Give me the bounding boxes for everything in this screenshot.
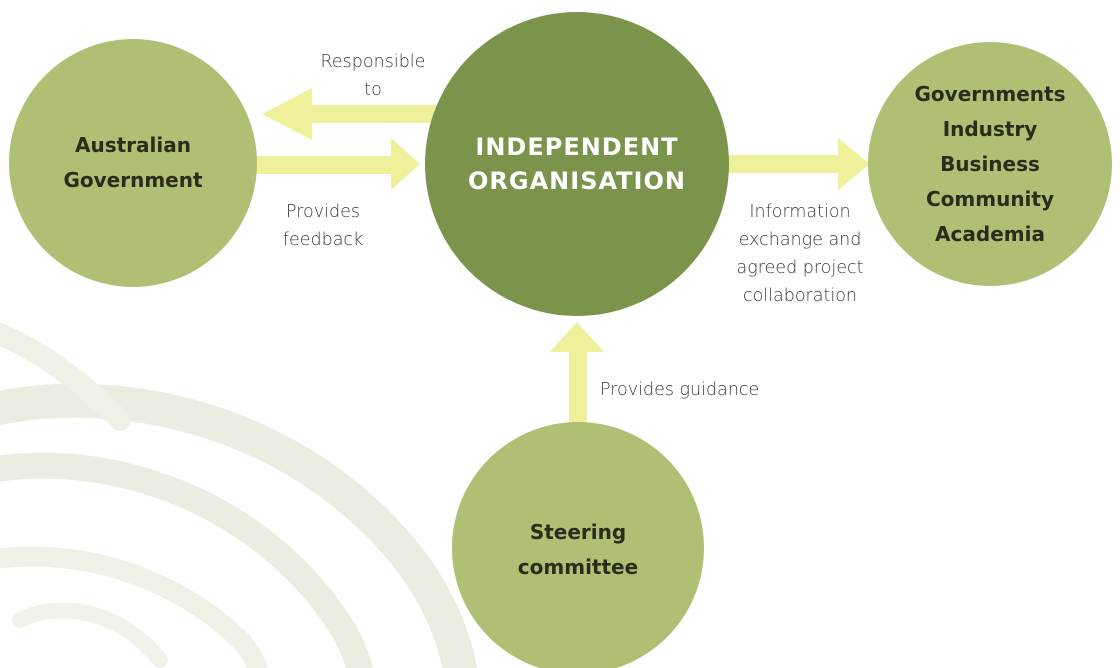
- edge-label-line: agreed project: [736, 258, 864, 278]
- swirl-stroke-4: [0, 546, 268, 668]
- edge-label-line: Provides: [286, 202, 360, 222]
- arrow-head: [838, 138, 870, 190]
- edge-label-line: Responsible: [320, 52, 426, 72]
- arrow-provides-feedback: [255, 138, 420, 190]
- arrow-shaft: [312, 105, 440, 123]
- arrow-responsible-to: [262, 88, 440, 140]
- edge-label-line: exchange and: [738, 230, 862, 250]
- arrow-head: [391, 138, 420, 190]
- node-steering-committee: Steering committee: [468, 514, 688, 586]
- node-line: Community: [925, 186, 1055, 211]
- node-australian-government: Australian Government: [23, 110, 243, 216]
- node-stakeholders-circle: [868, 42, 1112, 286]
- arrow-head: [262, 88, 312, 140]
- edge-label-information-exchange: Information exchange and agreed project …: [718, 198, 882, 310]
- background-swirl: [0, 322, 477, 668]
- node-line: Australian: [75, 133, 191, 157]
- arrow-shaft: [255, 156, 391, 174]
- arrow-provides-guidance: [550, 322, 604, 434]
- edge-label-line: feedback: [282, 230, 364, 250]
- arrow-head: [550, 322, 604, 352]
- node-line: ORGANISATION: [468, 167, 686, 195]
- node-line: Academia: [935, 221, 1045, 246]
- edge-label-responsible-to: Responsible to: [300, 48, 446, 104]
- node-line: INDEPENDENT: [475, 133, 679, 161]
- swirl-stroke-2: [0, 452, 373, 668]
- node-steering-committee-circle: [452, 422, 704, 668]
- edge-label-provides-guidance: Provides guidance: [600, 376, 796, 404]
- arrow-information-exchange: [720, 138, 870, 190]
- node-stakeholders: Governments Industry Business Community …: [880, 76, 1100, 252]
- swirl-stroke-3: [0, 322, 131, 431]
- edge-label-line: to: [364, 80, 382, 100]
- node-line: Government: [63, 168, 203, 192]
- edge-label-line: collaboration: [742, 286, 858, 306]
- node-line: Industry: [942, 116, 1038, 141]
- arrow-shaft: [569, 350, 587, 434]
- node-independent-organisation: INDEPENDENT ORGANISATION: [437, 126, 717, 202]
- swirl-stroke-5: [12, 602, 168, 668]
- node-line: Governments: [914, 81, 1066, 106]
- node-line: Steering: [529, 520, 627, 544]
- edge-label-provides-feedback: Provides feedback: [250, 198, 396, 254]
- node-line: Business: [940, 151, 1040, 176]
- edge-label-line: Provides guidance: [600, 380, 760, 400]
- node-australian-government-circle: [9, 39, 257, 287]
- arrow-shaft: [720, 155, 840, 173]
- node-line: committee: [517, 555, 639, 579]
- edge-label-line: Information: [749, 202, 851, 222]
- node-independent-organisation-circle: [425, 12, 729, 316]
